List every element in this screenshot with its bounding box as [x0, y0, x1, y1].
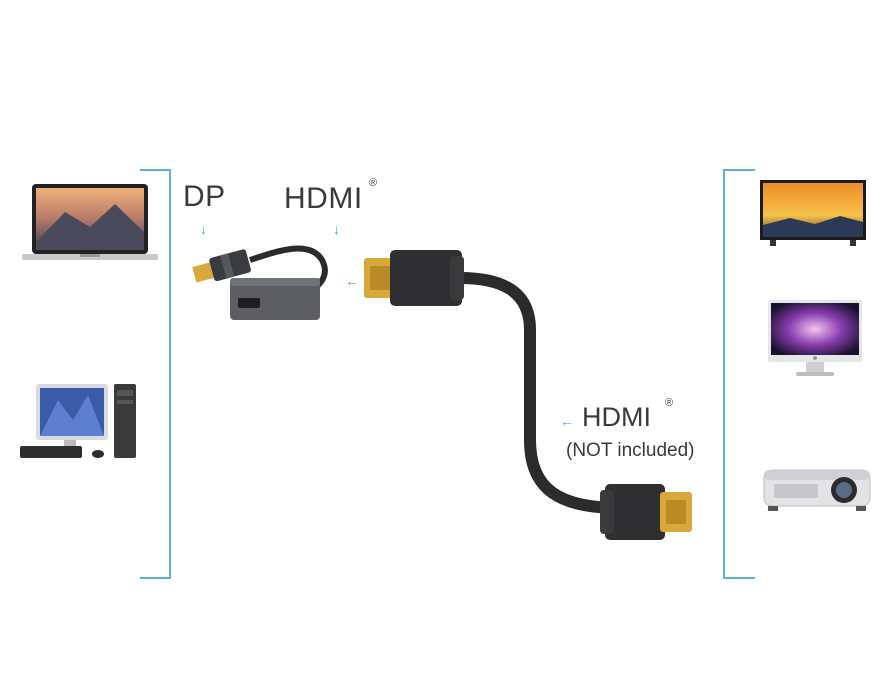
dp-to-hdmi-adapter	[192, 245, 328, 320]
registered-mark-top: ®	[369, 177, 378, 189]
left-bracket	[140, 169, 171, 579]
desktop-computer-icon	[20, 384, 136, 458]
right-bracket	[723, 169, 755, 579]
projector-icon	[763, 469, 871, 511]
hdmi-cable	[364, 250, 692, 540]
laptop-icon	[22, 184, 158, 260]
television-icon	[760, 180, 866, 246]
hdmi-right-label: HDMI	[582, 402, 651, 432]
arrow-left-adapter: ←	[345, 273, 359, 289]
hdmi-plug-top	[364, 250, 464, 306]
dp-label: DP	[183, 180, 226, 213]
hdmi-plug-bottom	[600, 484, 692, 540]
monitor-icon	[768, 300, 862, 376]
arrow-left-hdmi: ←	[560, 413, 574, 429]
hdmi-top-label: HDMI	[284, 182, 363, 215]
dp-plug	[192, 249, 251, 283]
arrow-down-dp: ↓	[200, 221, 207, 237]
arrow-down-hdmi: ↓	[333, 221, 340, 237]
not-included-label: (NOT included)	[566, 440, 695, 461]
registered-mark-right: ®	[665, 397, 674, 409]
